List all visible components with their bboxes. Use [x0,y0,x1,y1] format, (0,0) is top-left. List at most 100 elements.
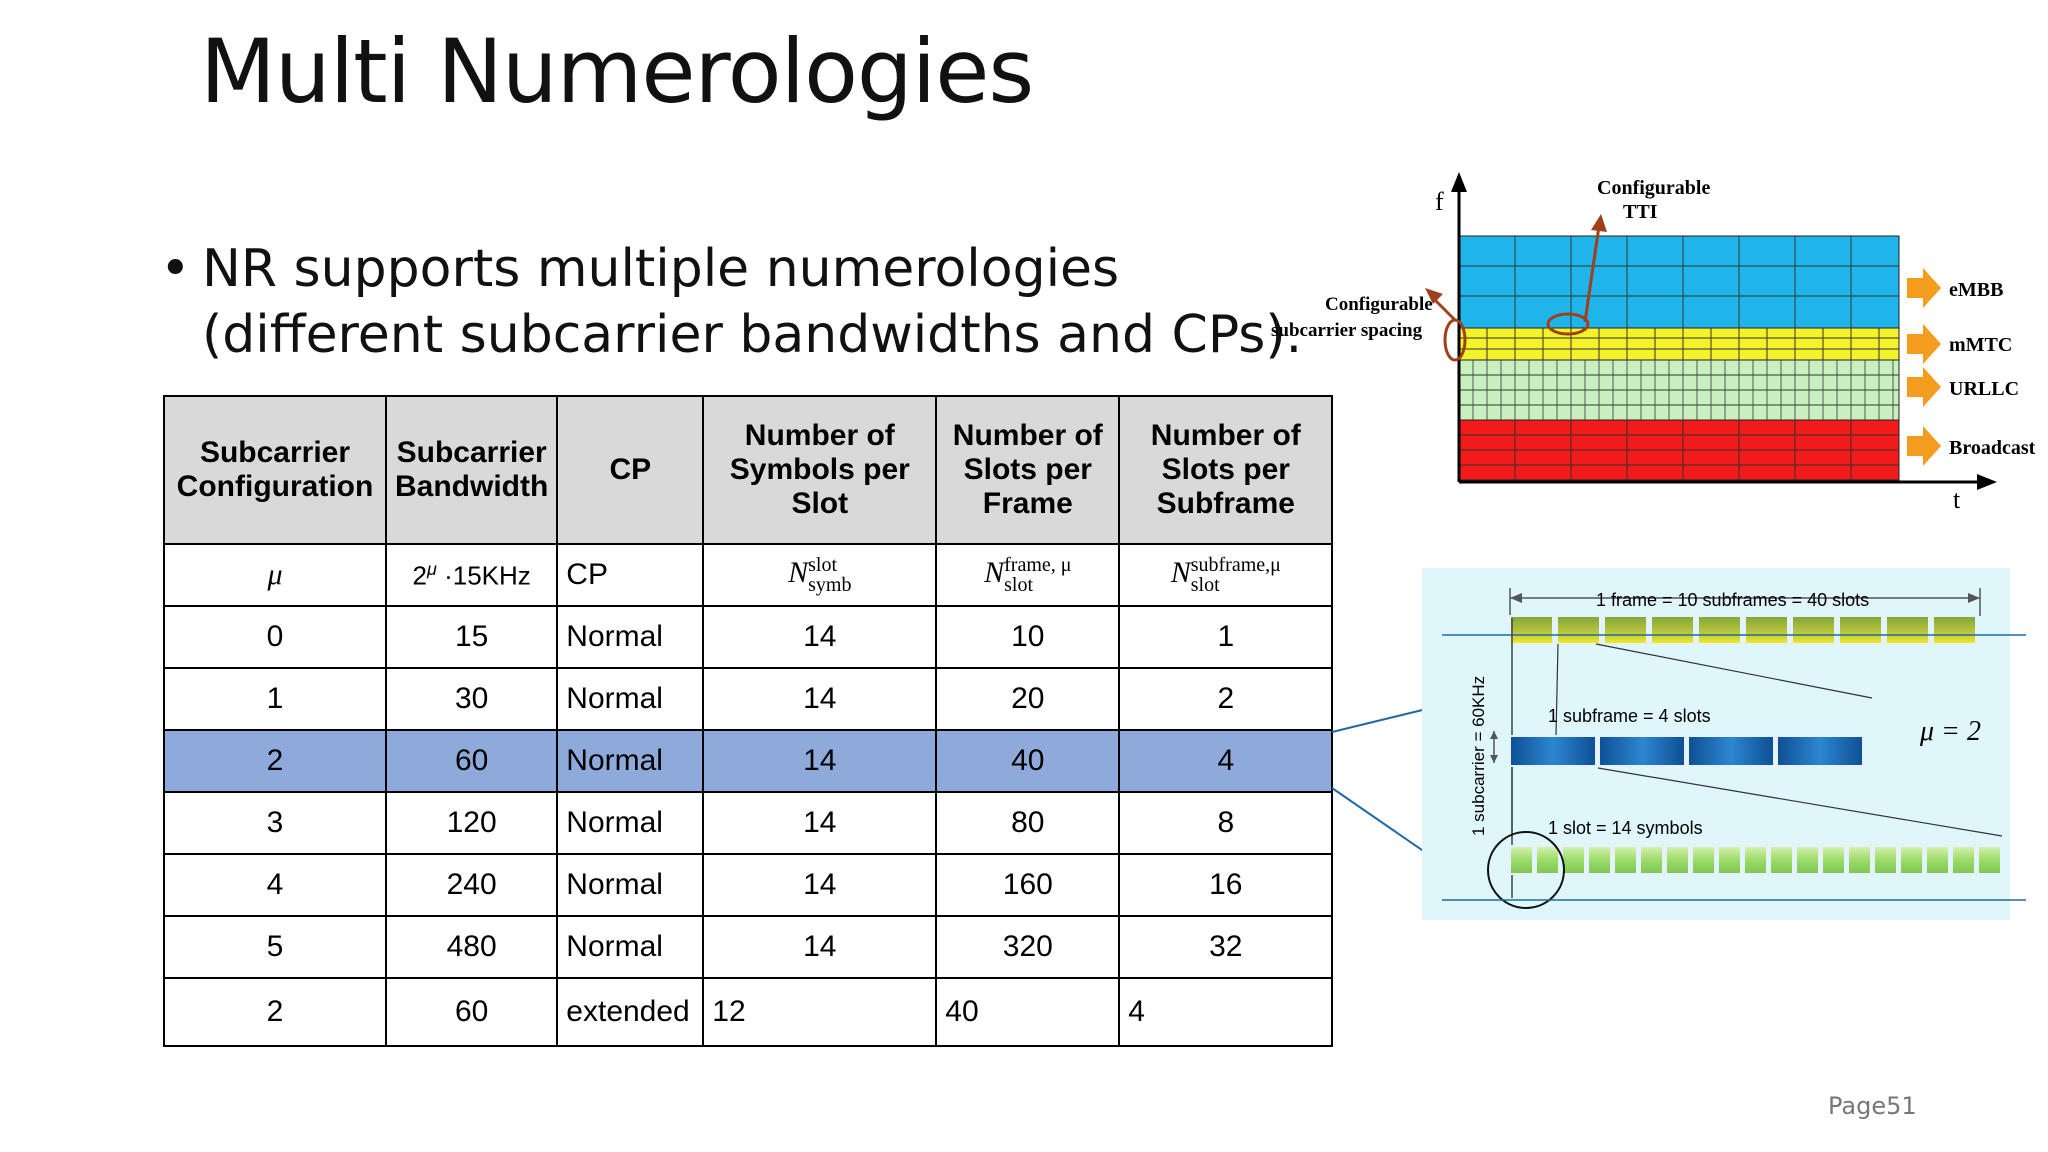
subframe-block [1603,615,1648,645]
cell-cp: Normal [556,729,705,793]
cell-cp: Normal [556,605,705,669]
header-slots-per-frame: Number of Slots per Frame [935,395,1121,545]
cell-symbols: 12 [702,977,938,1047]
service-broadcast-label: Broadcast [1949,437,2036,459]
cell-bandwidth: 480 [384,915,559,979]
symbol-block [1743,845,1768,875]
cell-slots-frame: 40 [935,977,1121,1047]
header-symbols-per-slot: Number of Symbols per Slot [702,395,938,545]
cell-slots-frame: 320 [935,915,1121,979]
cell-slots-subframe: 4 [1118,729,1334,793]
table-row: 1 30 Normal 14 20 2 [163,667,1334,731]
subframe-row [1509,735,1864,767]
table-row: 3 120 Normal 14 80 8 [163,791,1334,855]
cell-bandwidth: 60 [384,977,559,1047]
label-tti-line1: Configurable [1597,177,1710,199]
urllc-arrow-icon [1907,367,1941,407]
header-subcarrier-configuration: Subcarrier Configuration [163,395,387,545]
subframe-block [1509,615,1554,645]
service-urllc-label: URLLC [1949,378,2019,400]
symbol-block [1769,845,1794,875]
symbol-block [1795,845,1820,875]
table-row: 4 240 Normal 14 160 16 [163,853,1334,917]
cell-symbols: 14 [702,915,938,979]
cell-slots-frame: 20 [935,667,1121,731]
numerology-table: Subcarrier Configuration Subcarrier Band… [163,395,1334,1047]
symbol-block [1925,845,1950,875]
service-embb-label: eMBB [1949,279,2003,301]
subframe-block [1744,615,1789,645]
service-urllc: URLLC [1907,367,2019,407]
symbol-block [1873,845,1898,875]
slot-row [1509,845,2002,875]
slide-title: Multi Numerologies [200,20,1034,123]
cell-slots-frame: 10 [935,605,1121,669]
symbol-block [1535,845,1560,875]
header-cp: CP [556,395,705,545]
embb-band [1458,235,1900,329]
subframe-block [1885,615,1930,645]
cell-mu: 4 [163,853,387,917]
table-row: 2 60 extended 12 40 4 [163,977,1334,1047]
cell-slots-subframe: 1 [1118,605,1334,669]
broadcast-arrow-icon [1907,426,1941,466]
table-row: 5 480 Normal 14 320 32 [163,915,1334,979]
cell-mu: 1 [163,667,387,731]
service-mmtc-label: mMTC [1949,334,2012,356]
subframe-block [1932,615,1977,645]
cell-cp: Normal [556,667,705,731]
cell-mu: 5 [163,915,387,979]
symbol-block [1587,845,1612,875]
cell-slots-subframe: 2 [1118,667,1334,731]
cell-mu: 2 [163,729,387,793]
header-subcarrier-bandwidth: Subcarrier Bandwidth [384,395,559,545]
cell-slots-frame: 160 [935,853,1121,917]
cell-slots-subframe: 16 [1118,853,1334,917]
cell-symbols: 14 [702,791,938,855]
cell-slots-frame: 80 [935,791,1121,855]
grid-lines [1459,236,1899,480]
label-tti-line2: TTI [1623,201,1658,223]
label-spacing-line1: Configurable [1325,294,1433,315]
mmtc-arrow-icon [1907,324,1941,364]
axis-t-label: t [1953,485,1961,514]
cell-cp: Normal [556,915,705,979]
symbol-mu: μ [163,543,387,607]
mmtc-band [1458,327,1900,361]
cell-symbols: 14 [702,605,938,669]
cell-symbols: 14 [702,667,938,731]
symbol-block [1977,845,2002,875]
service-broadcast: Broadcast [1907,426,2036,466]
symbol-cp: CP [556,543,705,607]
cell-cp: Normal [556,791,705,855]
symbol-block [1665,845,1690,875]
cell-bandwidth: 120 [384,791,559,855]
symbol-block [1613,845,1638,875]
subframe-block [1556,615,1601,645]
symbol-block [1899,845,1924,875]
f-axis-arrow-icon [1451,172,1467,192]
table-header-row: Subcarrier Configuration Subcarrier Band… [163,395,1334,545]
cell-cp: Normal [556,853,705,917]
cell-bandwidth: 15 [384,605,559,669]
cell-symbols: 14 [702,853,938,917]
header-slots-per-subframe: Number of Slots per Subframe [1118,395,1334,545]
symbol-block [1821,845,1846,875]
subframe-block [1650,615,1695,645]
cell-slots-subframe: 4 [1118,977,1334,1047]
frame-dim-right-arrow-icon [1968,593,1980,603]
tti-arrow-icon [1591,214,1607,232]
zoom-circle [1487,831,1565,909]
symbol-block [1847,845,1872,875]
embb-arrow-icon [1907,268,1941,308]
axis-f-label: f [1435,187,1444,216]
frame-label: 1 frame = 10 subframes = 40 slots [1596,590,1869,610]
frame-dim-left-arrow-icon [1510,593,1522,603]
symbol-block [1509,845,1534,875]
symbol-block [1561,845,1586,875]
cell-mu: 2 [163,977,387,1047]
